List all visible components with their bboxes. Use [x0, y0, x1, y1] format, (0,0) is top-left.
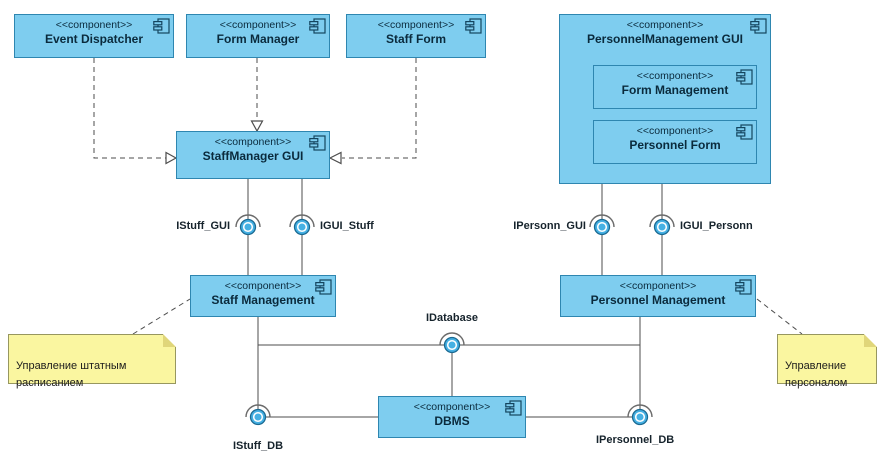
component-icon: [309, 135, 326, 151]
interface-igui-personn[interactable]: [649, 214, 675, 236]
interface-label-ipersonn-gui: IPersonn_GUI: [513, 220, 586, 232]
component-name: Staff Management: [211, 293, 315, 307]
component-icon: [153, 18, 170, 34]
interface-label-igui-personn: IGUI_Personn: [680, 220, 753, 232]
component-name: PersonnelManagement GUI: [586, 32, 744, 46]
dependency-staff-form: [342, 58, 417, 159]
note-text: Управление персоналом: [785, 359, 848, 390]
arrowhead-right: [165, 151, 178, 165]
component-icon: [505, 400, 522, 416]
note-staff-schedule[interactable]: Управление штатным расписанием: [8, 334, 176, 389]
component-staffmanager-gui[interactable]: <<component>> StaffManager GUI: [176, 131, 330, 179]
component-event-dispatcher[interactable]: <<component>> Event Dispatcher: [14, 14, 174, 58]
arrowhead-down: [250, 120, 264, 133]
interface-idatabase[interactable]: [439, 332, 465, 354]
stereotype-label: <<component>>: [55, 19, 133, 31]
note-anchor-personnel: [756, 298, 803, 335]
stereotype-label: <<component>>: [636, 70, 714, 82]
interface-istuff-db[interactable]: [245, 404, 271, 426]
stereotype-label: <<component>>: [619, 280, 697, 292]
component-name: Personnel Management: [590, 293, 726, 307]
stereotype-label: <<component>>: [219, 19, 297, 31]
component-personnel-management[interactable]: <<component>> Personnel Management: [560, 275, 756, 317]
component-icon: [309, 18, 326, 34]
interface-label-igui-stuff: IGUI_Stuff: [320, 220, 374, 232]
interface-label-ipersonnel-db: IPersonnel_DB: [596, 434, 675, 446]
component-form-manager[interactable]: <<component>> Form Manager: [186, 14, 330, 58]
interface-igui-stuff[interactable]: [289, 214, 315, 236]
component-name: Event Dispatcher: [44, 32, 144, 46]
interface-label-istuff-gui: IStuff_GUI: [176, 220, 230, 232]
note-text: Управление штатным расписанием: [16, 359, 127, 390]
stereotype-label: <<component>>: [413, 401, 491, 413]
note-personnel[interactable]: Управление персоналом: [777, 334, 877, 389]
stereotype-label: <<component>>: [224, 280, 302, 292]
component-personnelmanagement-gui[interactable]: <<component>> PersonnelManagement GUI <<…: [559, 14, 771, 184]
component-icon: [736, 69, 753, 85]
stereotype-label: <<component>>: [636, 125, 714, 137]
note-anchor-staff: [132, 298, 191, 335]
arrowhead-left: [328, 151, 342, 165]
component-name: Personnel Form: [629, 138, 721, 152]
line-personnelmanagement-dbms: [526, 317, 641, 418]
dashed-connectors: [93, 58, 803, 335]
component-form-management[interactable]: <<component>> Form Management: [593, 65, 757, 109]
interface-ipersonn-gui[interactable]: [589, 214, 615, 236]
component-name: Form Manager: [216, 32, 300, 46]
stereotype-label: <<component>>: [214, 136, 292, 148]
component-name: Form Management: [621, 83, 729, 97]
component-name: DBMS: [434, 414, 470, 428]
component-staff-management[interactable]: <<component>> Staff Management: [190, 275, 336, 317]
interface-ipersonnel-db[interactable]: [627, 404, 653, 426]
line-staffmanagement-dbms: [257, 317, 378, 418]
component-staff-form[interactable]: <<component>> Staff Form: [346, 14, 486, 58]
component-icon: [735, 279, 752, 295]
interface-label-istuff-db: IStuff_DB: [232, 440, 284, 452]
component-icon: [465, 18, 482, 34]
component-icon: [315, 279, 332, 295]
interface-label-idatabase: IDatabase: [426, 312, 478, 324]
component-name: Staff Form: [386, 32, 446, 46]
stereotype-label: <<component>>: [377, 19, 455, 31]
component-dbms[interactable]: <<component>> DBMS: [378, 396, 526, 438]
stereotype-label: <<component>>: [626, 19, 704, 31]
dependency-event-dispatcher: [93, 58, 166, 159]
interface-istuff-gui[interactable]: [235, 214, 261, 236]
component-icon: [750, 18, 767, 34]
component-personnel-form[interactable]: <<component>> Personnel Form: [593, 120, 757, 164]
component-icon: [736, 124, 753, 140]
component-name: StaffManager GUI: [202, 149, 304, 163]
